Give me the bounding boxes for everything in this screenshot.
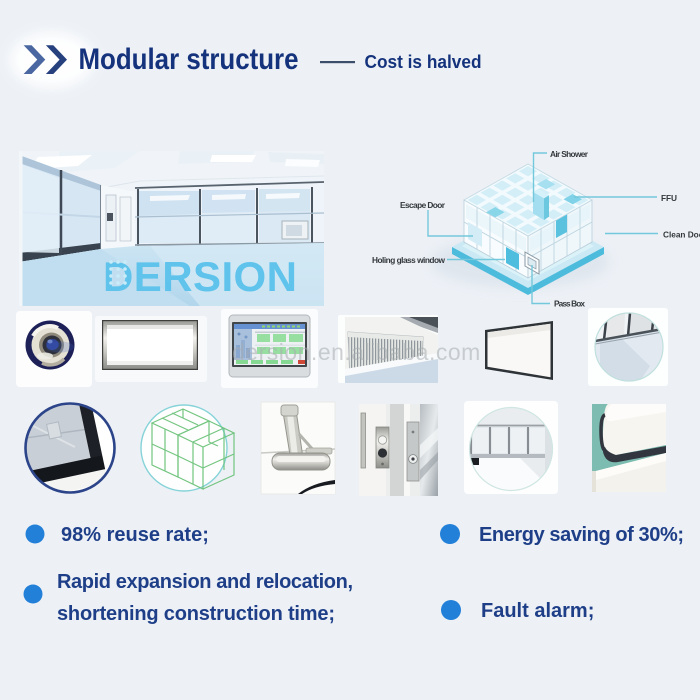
svg-text:Energy saving of 30%;: Energy saving of 30%; xyxy=(479,524,684,546)
svg-text:shortening construction time;: shortening construction time; xyxy=(57,603,335,625)
svg-text:Fault alarm;: Fault alarm; xyxy=(481,600,594,622)
svg-text:Cost is halved: Cost is halved xyxy=(365,52,482,72)
svg-text:FFU: FFU xyxy=(661,193,677,203)
svg-text:98% reuse rate;: 98% reuse rate; xyxy=(61,524,209,546)
svg-text:Rapid expansion and relocation: Rapid expansion and relocation, xyxy=(57,571,353,593)
svg-text:dersion.en.alibaba.com: dersion.en.alibaba.com xyxy=(232,339,481,365)
svg-text:Clean Door: Clean Door xyxy=(663,230,700,240)
svg-text:Escape Door: Escape Door xyxy=(400,200,446,210)
svg-text:Holing glass window: Holing glass window xyxy=(372,255,446,265)
svg-text:Modular structure: Modular structure xyxy=(79,43,299,76)
svg-text:Pass Box: Pass Box xyxy=(554,299,585,309)
svg-text:Air Shower: Air Shower xyxy=(550,149,589,159)
svg-text:DERSION: DERSION xyxy=(103,253,297,300)
